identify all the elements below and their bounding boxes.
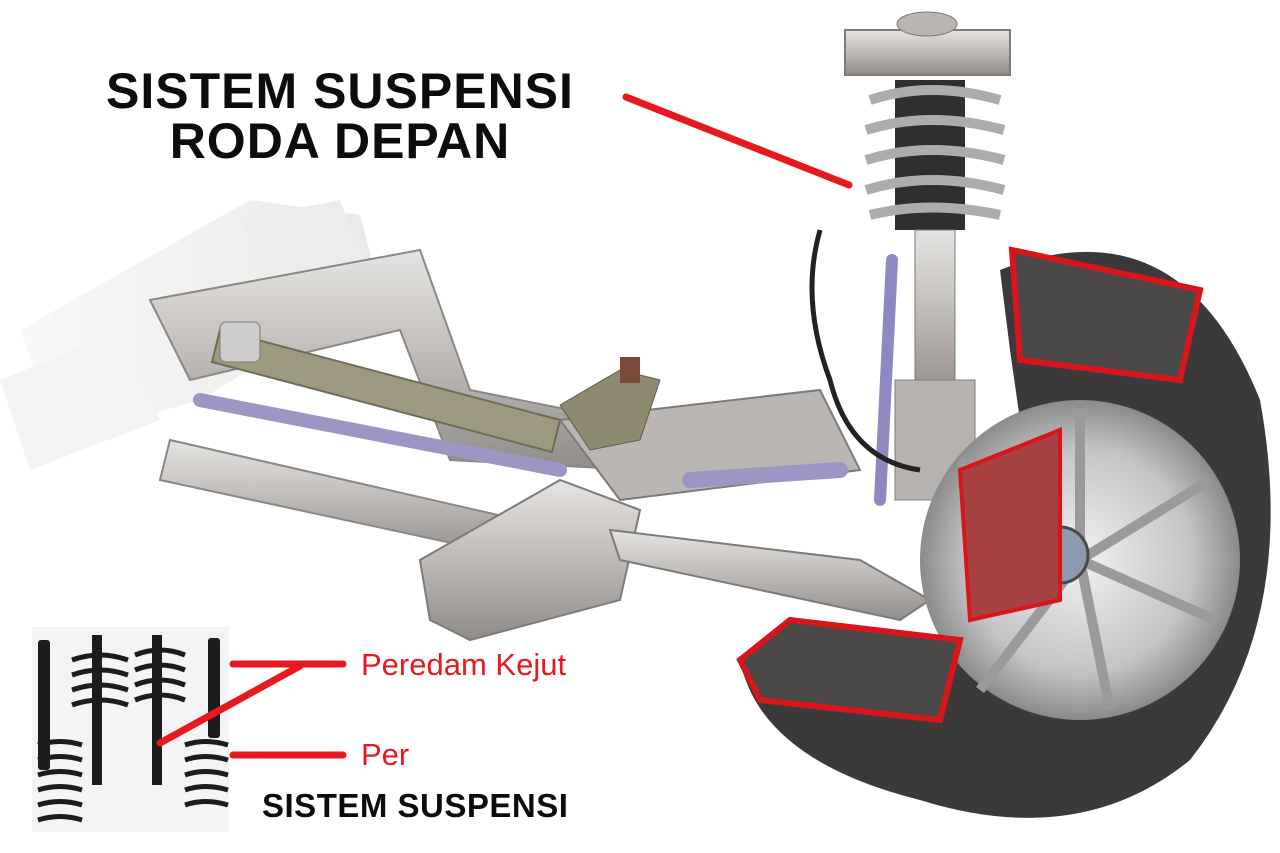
shock-spring-photo	[32, 627, 229, 832]
callout-shock-line-2	[156, 662, 304, 747]
title-line-1: SISTEM SUSPENSI	[106, 63, 574, 119]
strut-assembly	[809, 11, 1011, 506]
callout-lines	[156, 93, 853, 759]
spring-label: Per	[361, 737, 410, 772]
wheel-cutaway	[736, 246, 1271, 818]
title-line-2: RODA DEPAN	[169, 113, 511, 169]
callout-title-line	[622, 93, 853, 189]
shock-absorber-label: Peredam Kejut	[361, 647, 567, 682]
caption: SISTEM SUSPENSI	[262, 787, 569, 824]
steering-rack	[193, 321, 661, 477]
lower-control-arm	[608, 462, 932, 622]
